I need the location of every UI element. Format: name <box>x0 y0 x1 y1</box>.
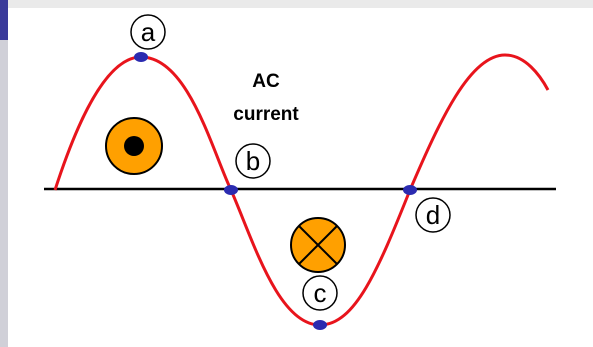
point-c-marker <box>313 320 327 330</box>
into-page-symbol <box>290 217 346 273</box>
title-line-current: current <box>233 104 299 125</box>
label-c: c <box>302 275 338 311</box>
point-d-marker <box>403 185 417 195</box>
point-a-marker <box>134 52 148 62</box>
label-d: d <box>415 197 451 233</box>
svg-text:c: c <box>314 278 327 308</box>
svg-text:d: d <box>426 200 440 230</box>
title-line-ac: AC <box>252 71 280 92</box>
out-of-page-symbol <box>105 117 163 175</box>
svg-text:b: b <box>246 146 260 176</box>
label-b: b <box>235 143 271 179</box>
slide-background <box>8 8 593 347</box>
svg-text:a: a <box>141 17 156 47</box>
point-b-marker <box>224 185 238 195</box>
left-side-band <box>0 40 8 347</box>
left-accent-bar <box>0 0 8 40</box>
label-a: a <box>130 14 166 50</box>
